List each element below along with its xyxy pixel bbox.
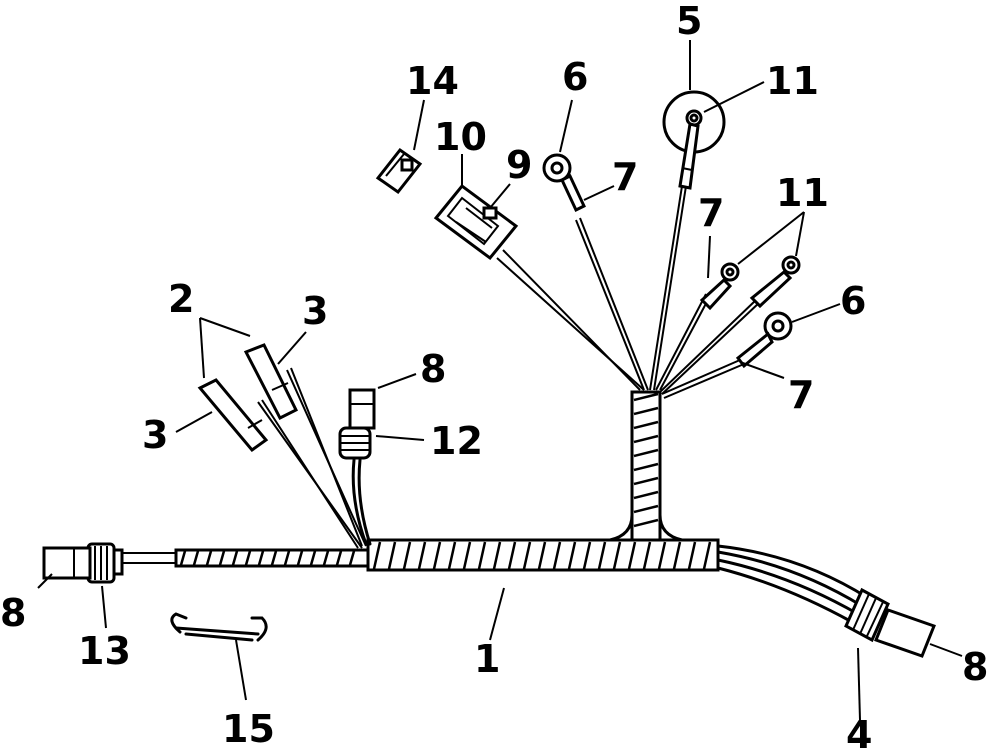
hose-clip <box>170 612 268 642</box>
right-connector-boot <box>844 587 890 643</box>
left-connector-boot <box>86 542 124 584</box>
right-connector-plug <box>874 608 936 658</box>
main-harness-trunk <box>366 390 720 572</box>
label-3-left: 3 <box>142 413 168 457</box>
upper-wire-fan <box>496 185 761 399</box>
small-connector <box>375 147 423 195</box>
leader-lines <box>37 40 963 721</box>
label-7-upper: 7 <box>612 155 638 199</box>
multi-pin-connector <box>433 183 519 261</box>
label-12: 12 <box>430 419 483 463</box>
label-10: 10 <box>434 115 487 159</box>
eyelet-terminal-right <box>749 255 801 309</box>
label-5: 5 <box>676 0 702 43</box>
label-13: 13 <box>78 629 131 673</box>
detail-circle <box>662 90 726 190</box>
terminal-sleeve-a <box>197 378 269 453</box>
ring-terminal-right <box>735 311 793 369</box>
label-9: 9 <box>506 143 532 187</box>
eyelet-terminal-left <box>699 262 740 311</box>
label-4: 4 <box>846 713 872 751</box>
label-3-top: 3 <box>302 289 328 333</box>
left-harness-sleeve <box>118 548 370 568</box>
label-11-upper: 11 <box>766 59 819 103</box>
left-connector-plug <box>42 546 92 580</box>
grommet-wire <box>351 458 372 546</box>
label-15: 15 <box>222 707 275 751</box>
label-8-left: 8 <box>0 591 26 635</box>
label-8-right: 8 <box>962 645 988 689</box>
ring-terminal-upper <box>542 153 586 213</box>
upper-plug <box>348 388 376 430</box>
label-7-mid: 7 <box>698 191 724 235</box>
label-7-right: 7 <box>788 373 814 417</box>
label-6-right: 6 <box>840 279 866 323</box>
right-harness-wires <box>716 544 870 624</box>
left-wire-bundle <box>257 367 367 549</box>
label-11-right: 11 <box>776 171 829 215</box>
label-14: 14 <box>406 59 459 103</box>
grommet <box>338 426 372 460</box>
label-2: 2 <box>168 277 194 321</box>
label-8-top: 8 <box>420 347 446 391</box>
label-1: 1 <box>474 637 500 681</box>
terminal-sleeve-b <box>243 343 299 421</box>
label-6-upper: 6 <box>562 55 588 99</box>
